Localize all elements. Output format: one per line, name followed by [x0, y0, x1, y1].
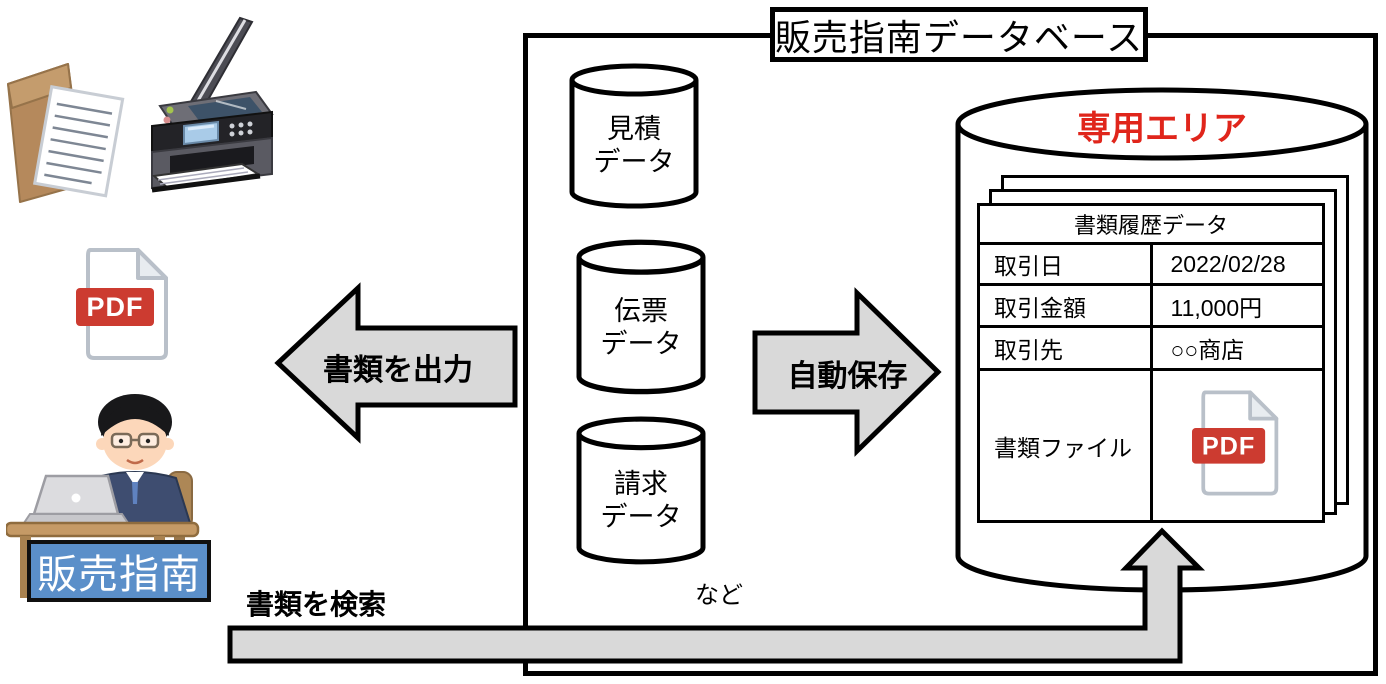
table-header: 書類履歴データ: [977, 203, 1325, 245]
pdf-output-illustration: PDF: [76, 246, 172, 362]
scanner-printer-icon: [151, 16, 274, 193]
database-cylinder-icon: [569, 63, 699, 209]
row-label: 取引金額: [977, 283, 1153, 328]
table-row: 取引日 2022/02/28: [977, 242, 1325, 286]
slip-data-cylinder: 伝票 データ: [575, 238, 707, 398]
row-value-pdf: PDF: [1149, 368, 1325, 523]
cylinder-label: 見積 データ: [593, 114, 675, 177]
printer-buttons: [229, 121, 253, 137]
pdf-badge-label: PDF: [1202, 432, 1255, 460]
billing-data-cylinder: 請求 データ: [575, 415, 707, 568]
table-row: 取引金額 11,000円: [977, 283, 1325, 328]
row-value: ○○商店: [1149, 325, 1325, 371]
dedicated-area-title: 専用エリア: [1077, 109, 1247, 148]
table-row: 取引先 ○○商店: [977, 325, 1325, 371]
system-name-label: 販売指南: [27, 540, 211, 602]
pdf-badge-label: PDF: [87, 292, 144, 322]
pdf-file-icon: PDF: [1192, 390, 1279, 495]
pdf-file-icon: PDF: [76, 248, 168, 360]
cylinder-label: 伝票 データ: [600, 295, 682, 359]
envelope-icon: [7, 63, 125, 203]
desk: [4, 521, 200, 538]
search-arrow-label: 書類を検索: [246, 589, 387, 620]
row-label: 書類ファイル: [977, 368, 1153, 523]
row-value: 11,000円: [1149, 283, 1325, 328]
cylinder-label: 請求 データ: [600, 468, 682, 532]
row-value: 2022/02/28: [1149, 242, 1325, 286]
auto-save-arrow-label: 自動保存: [787, 360, 908, 393]
database-cylinder-icon: [576, 239, 706, 395]
table-row: 書類ファイル PDF: [977, 368, 1325, 523]
etc-label: など: [695, 582, 743, 609]
output-arrow-label: 書類を出力: [323, 354, 473, 387]
document-history-table: 書類履歴データ 取引日 2022/02/28 取引金額 11,000円 取引先 …: [977, 203, 1325, 523]
estimate-data-cylinder: 見積 データ: [568, 62, 700, 212]
row-label: 取引日: [977, 242, 1153, 286]
envelope-documents-illustration: [2, 50, 127, 208]
database-title: 販売指南データベース: [770, 7, 1148, 62]
document-icon: [32, 84, 125, 198]
row-label: 取引先: [977, 325, 1153, 371]
scanner-printer-illustration: [124, 12, 276, 210]
glasses: [110, 432, 160, 449]
